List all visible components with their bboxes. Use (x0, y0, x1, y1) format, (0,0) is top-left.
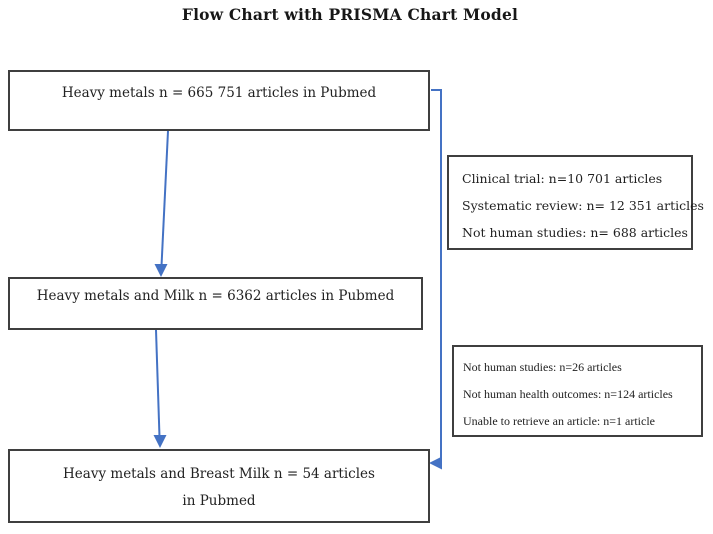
exclusion-item: Not human health outcomes: n=124 article… (463, 387, 673, 401)
side-connector-arrow-head (429, 456, 442, 470)
exclusion-item: Not human studies: n=26 articles (463, 360, 622, 374)
flow-box-heavy-metals-breast-milk: Heavy metals and Breast Milk n = 54 arti… (8, 449, 430, 523)
side-connector-shaft (431, 89, 442, 464)
exclusion-item: Clinical trial: n=10 701 articles (462, 171, 663, 186)
flow-box-1-text: Heavy metals n = 665 751 articles in Pub… (61, 85, 377, 101)
flow-box-heavy-metals: Heavy metals n = 665 751 articles in Pub… (8, 70, 430, 131)
flow-box-3-line2: in Pubmed (182, 493, 256, 509)
flow-box-2-text: Heavy metals and Milk n = 6362 articles … (36, 288, 395, 304)
exclusion-box-2: Not human studies: n=26 articles Not hum… (452, 345, 703, 437)
exclusion-item: Systematic review: n= 12 351 articles (462, 198, 704, 213)
page-title: Flow Chart with PRISMA Chart Model (181, 5, 519, 24)
down-arrow-box1-to-box2 (154, 130, 169, 277)
down-arrow-1-shaft (160, 130, 169, 267)
exclusion-box-1: Clinical trial: n=10 701 articles System… (447, 155, 704, 250)
flow-box-heavy-metals-milk: Heavy metals and Milk n = 6362 articles … (8, 277, 423, 330)
side-connector-box1-to-box3 (429, 89, 442, 470)
down-arrow-1-head (154, 264, 168, 277)
exclusion-item: Unable to retrieve an article: n=1 artic… (463, 414, 656, 428)
flow-box-3-line1: Heavy metals and Breast Milk n = 54 arti… (63, 466, 375, 482)
down-arrow-2-shaft (155, 329, 161, 438)
down-arrow-box2-to-box3 (153, 329, 167, 448)
down-arrow-2-head (153, 435, 167, 448)
exclusion-item: Not human studies: n= 688 articles (462, 225, 688, 240)
